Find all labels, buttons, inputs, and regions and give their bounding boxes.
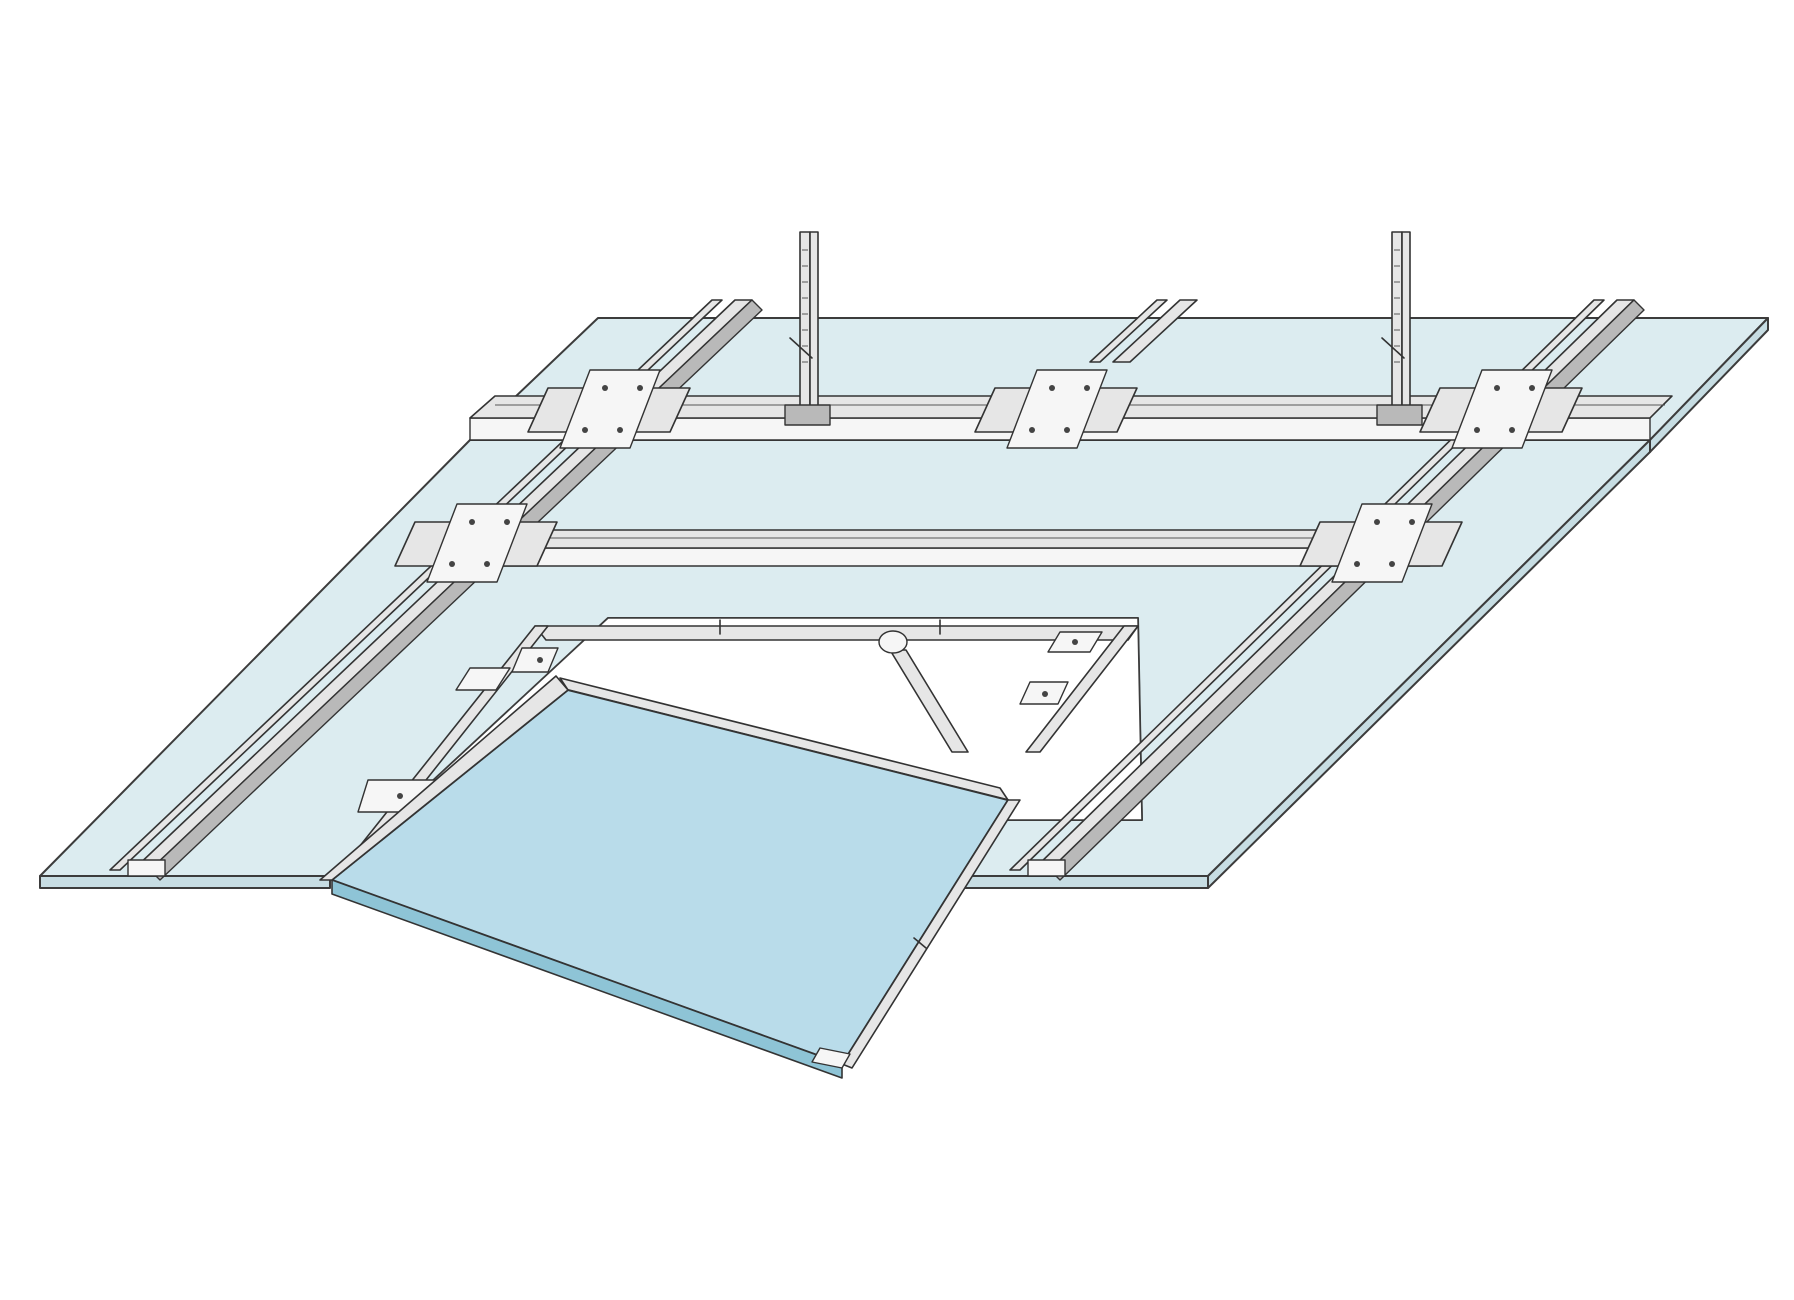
access-panel-door — [319, 675, 1021, 1079]
channel-profile-middle — [1089, 299, 1198, 363]
cross-connector-middle-left — [394, 503, 558, 583]
cross-connector-top-right — [1419, 369, 1583, 449]
cross-connector-middle-right — [1299, 503, 1463, 583]
cross-connector-top-middle — [974, 369, 1138, 449]
access-panel-frame — [335, 619, 1139, 877]
cross-connector-top-left — [527, 369, 691, 449]
hanger-rod-right — [1376, 231, 1423, 426]
safety-strut — [878, 630, 969, 753]
cross-rail-middle — [439, 529, 1447, 567]
hanger-rod-left — [784, 231, 831, 426]
